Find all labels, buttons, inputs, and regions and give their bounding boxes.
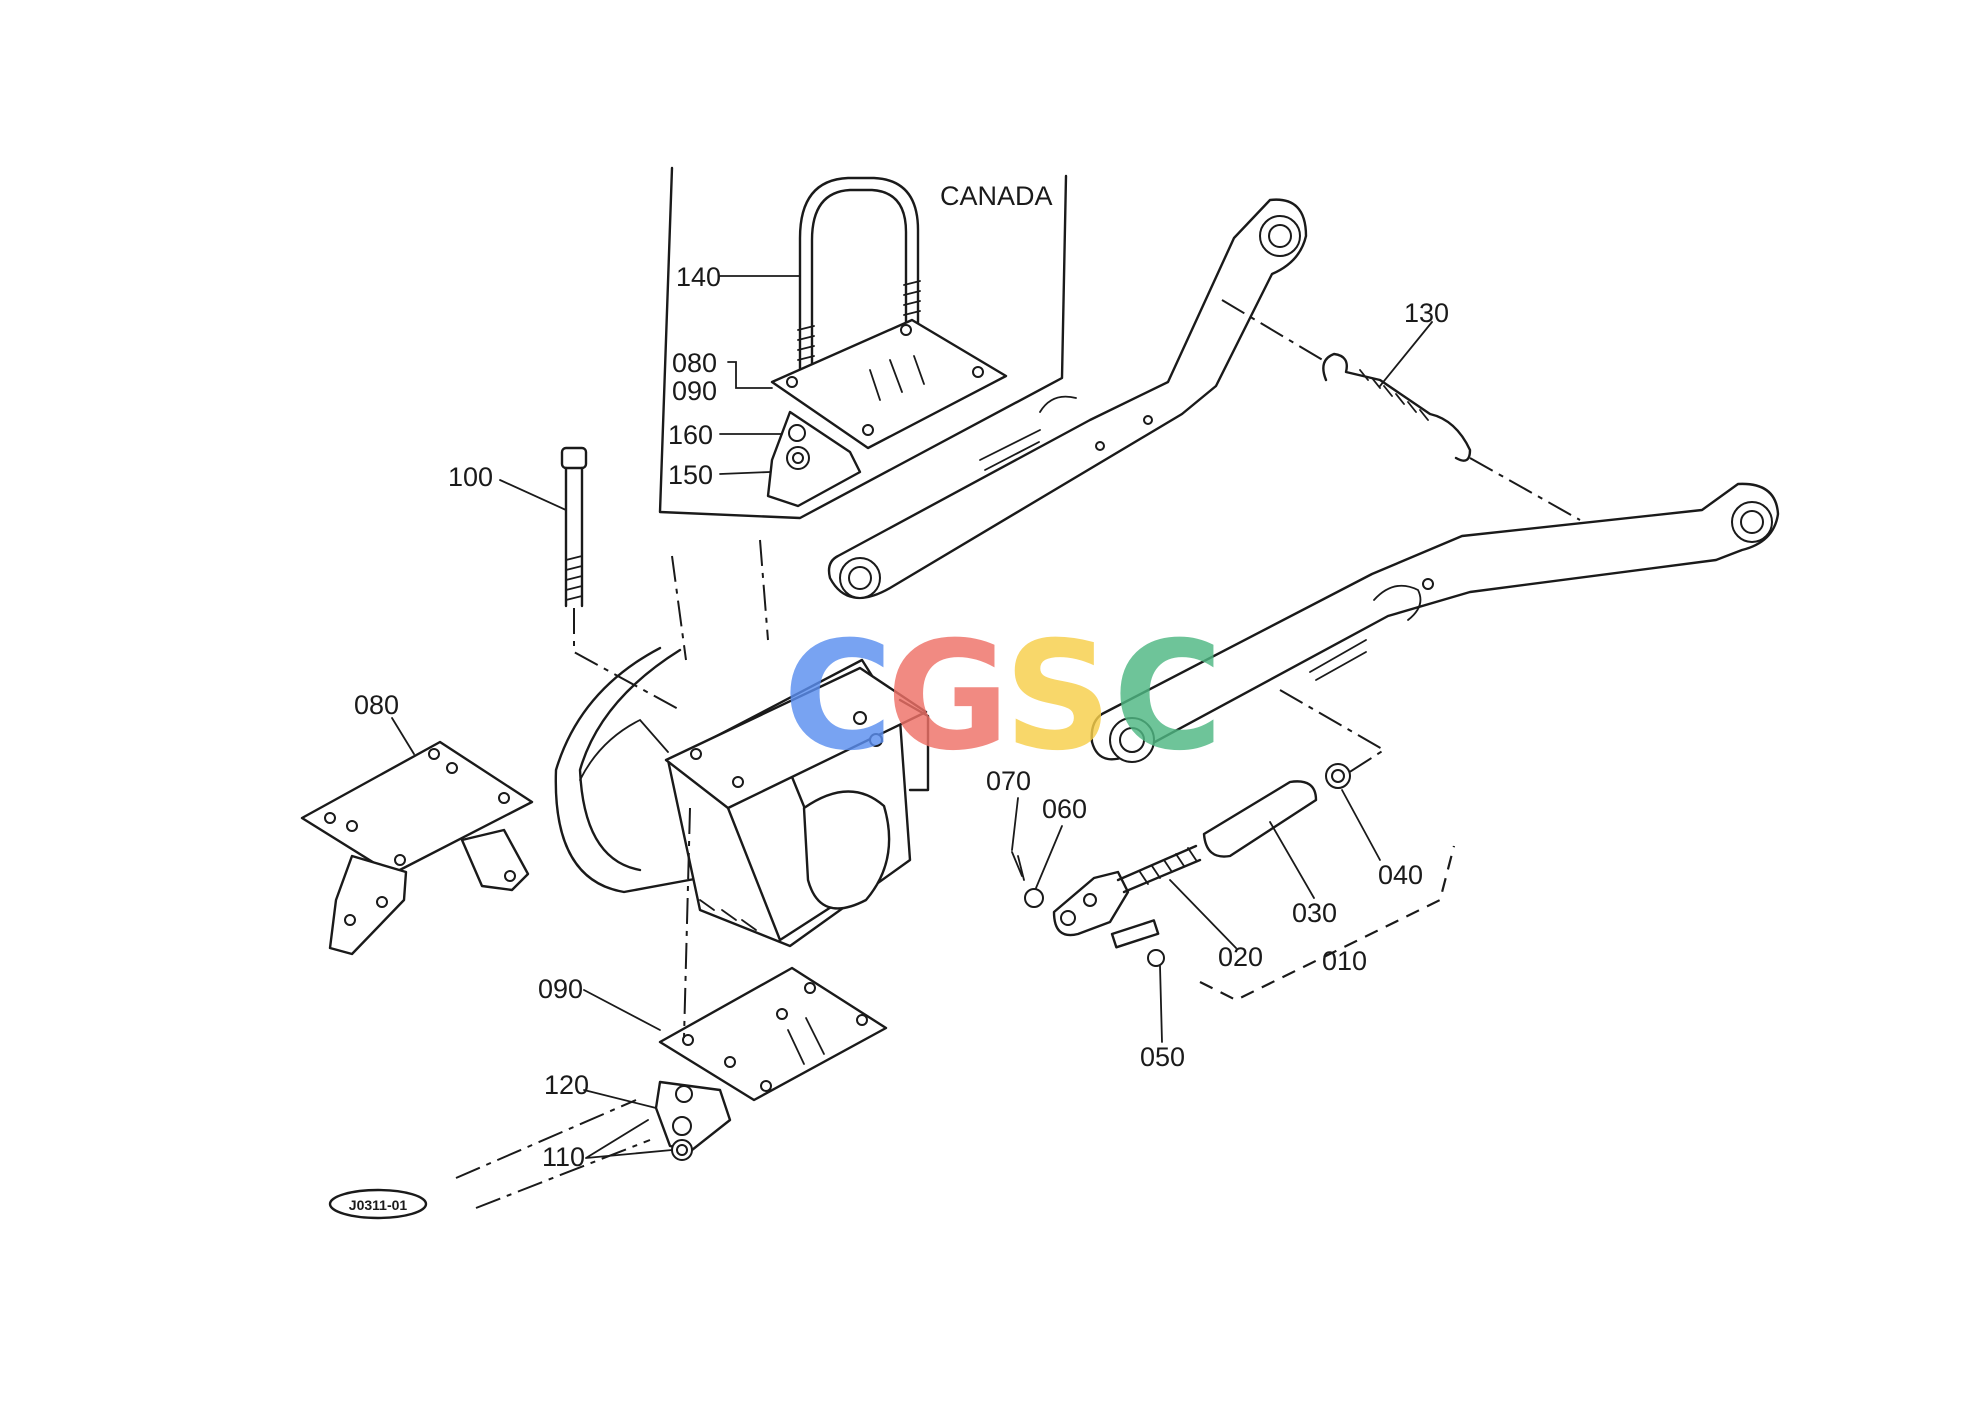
callout-050: 050 [1140, 1042, 1185, 1072]
second-lower-link [1090, 482, 1780, 763]
callout-150: 150 [668, 460, 713, 490]
watermark-letter: G [886, 610, 1009, 784]
callout-090: 090 [538, 974, 583, 1004]
top-link-assembly [1011, 689, 1456, 1002]
watermark-letter: S [1004, 610, 1112, 784]
watermark-letter: C [783, 610, 893, 784]
callout-040: 040 [1378, 860, 1423, 890]
callout-140: 140 [676, 262, 721, 292]
upper-plate-bracket [664, 666, 930, 810]
pin-100 [560, 446, 681, 711]
callout-020: 020 [1218, 942, 1263, 972]
u-bolt-140 [797, 176, 921, 374]
leader-lines [391, 275, 1433, 1159]
canada-plate [770, 318, 1008, 450]
callout-100: 100 [448, 462, 493, 492]
callout-120: 120 [544, 1070, 589, 1100]
canada-label: CANADA [940, 181, 1053, 211]
check-spring-130 [1221, 299, 1581, 521]
upper-lower-link [827, 198, 1308, 600]
callout-080-canada: 080 [672, 348, 717, 378]
callout-060: 060 [1042, 794, 1087, 824]
callout-labels: 140 080 090 160 150 100 080 090 120 110 … [354, 262, 1449, 1172]
watermark-letter: C [1113, 610, 1223, 784]
diagram-code-stamp: J0311-01 [328, 1188, 428, 1220]
callout-160: 160 [668, 420, 713, 450]
diagram-code: J0311-01 [349, 1197, 408, 1213]
callout-030: 030 [1292, 898, 1337, 928]
callout-110: 110 [542, 1142, 585, 1172]
plate-080 [300, 740, 534, 956]
plate-090 [455, 807, 888, 1209]
canada-inset: CANADA [658, 166, 1068, 520]
callout-090-canada: 090 [672, 376, 717, 406]
callout-070: 070 [986, 766, 1031, 796]
callout-130: 130 [1404, 298, 1449, 328]
callout-010: 010 [1322, 946, 1367, 976]
callout-080: 080 [354, 690, 399, 720]
